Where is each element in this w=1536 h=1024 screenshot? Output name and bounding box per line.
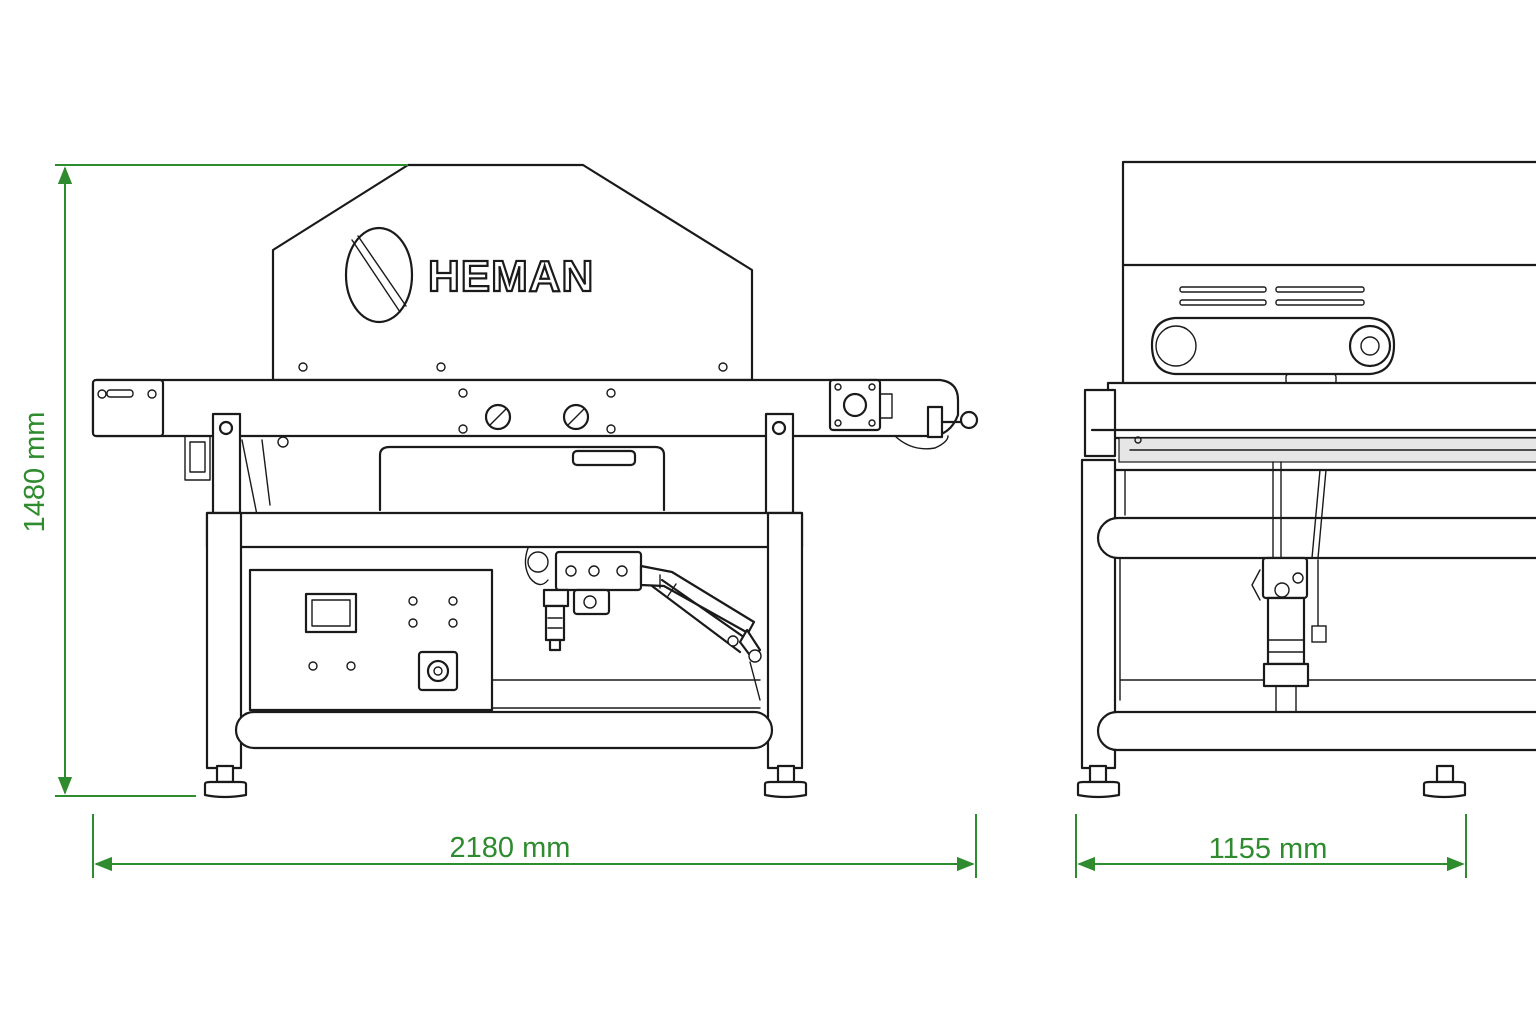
- bolt-icon: [436, 362, 446, 372]
- drive-motor-box: [828, 378, 882, 432]
- indicator-light-icon: [408, 618, 418, 628]
- indicator-light-icon: [448, 596, 458, 606]
- handle-grip: [571, 449, 637, 467]
- drum-hub-icon: [1360, 336, 1380, 356]
- switch-icon: [346, 661, 356, 671]
- side-guard-left: [1083, 388, 1117, 458]
- height-label: 1480 mm: [19, 412, 51, 533]
- brand-name: HEMAN: [428, 252, 594, 301]
- belt-end-plate: [91, 378, 165, 438]
- side-view: HEMAN: [91, 163, 979, 799]
- adjust-knob-icon: [484, 403, 512, 431]
- heman-logo-icon: [344, 226, 414, 324]
- front-conveyor: [1106, 381, 1536, 440]
- width-label: 1155 mm: [1209, 833, 1328, 865]
- dimension-length: 2180 mm: [92, 814, 977, 878]
- switch-icon: [308, 661, 318, 671]
- tension-clamp: [926, 405, 944, 439]
- front-upper-tube: [1096, 516, 1536, 560]
- front-lower-tube: [1096, 710, 1536, 752]
- front-foot-left: [1076, 764, 1121, 799]
- indicator-light-icon: [408, 596, 418, 606]
- frame-leg-right: [766, 511, 804, 770]
- frame-bottom-tube: [234, 710, 774, 750]
- slot-icon: [106, 389, 134, 398]
- front-drum: [1150, 316, 1396, 376]
- dimension-width: 1155 mm: [1075, 814, 1467, 878]
- pneumatic-valve-block: [524, 547, 643, 652]
- leveling-foot-right: [763, 764, 808, 799]
- control-display: [304, 592, 358, 634]
- clamp-knob-icon: [959, 410, 979, 430]
- emergency-stop-button: [417, 650, 459, 692]
- frame-top-rail: [205, 511, 804, 549]
- bolt-icon: [718, 362, 728, 372]
- air-cylinder: [639, 564, 762, 701]
- vent-slot: [1275, 286, 1365, 293]
- frame-leg-left: [205, 511, 243, 770]
- vent-slot: [1275, 299, 1365, 306]
- indicator-light-icon: [448, 618, 458, 628]
- control-cabinet: [248, 568, 494, 712]
- leveling-foot-left: [203, 764, 248, 799]
- front-foot-right: [1422, 764, 1467, 799]
- bolt-icon: [298, 362, 308, 372]
- front-view: [1076, 160, 1536, 799]
- adjust-knob-icon: [562, 403, 590, 431]
- dimension-height: 1480 mm: [19, 164, 408, 797]
- front-actuator: [1251, 461, 1327, 713]
- vent-slot: [1179, 286, 1267, 293]
- length-label: 2180 mm: [450, 832, 571, 864]
- vent-slot: [1179, 299, 1267, 306]
